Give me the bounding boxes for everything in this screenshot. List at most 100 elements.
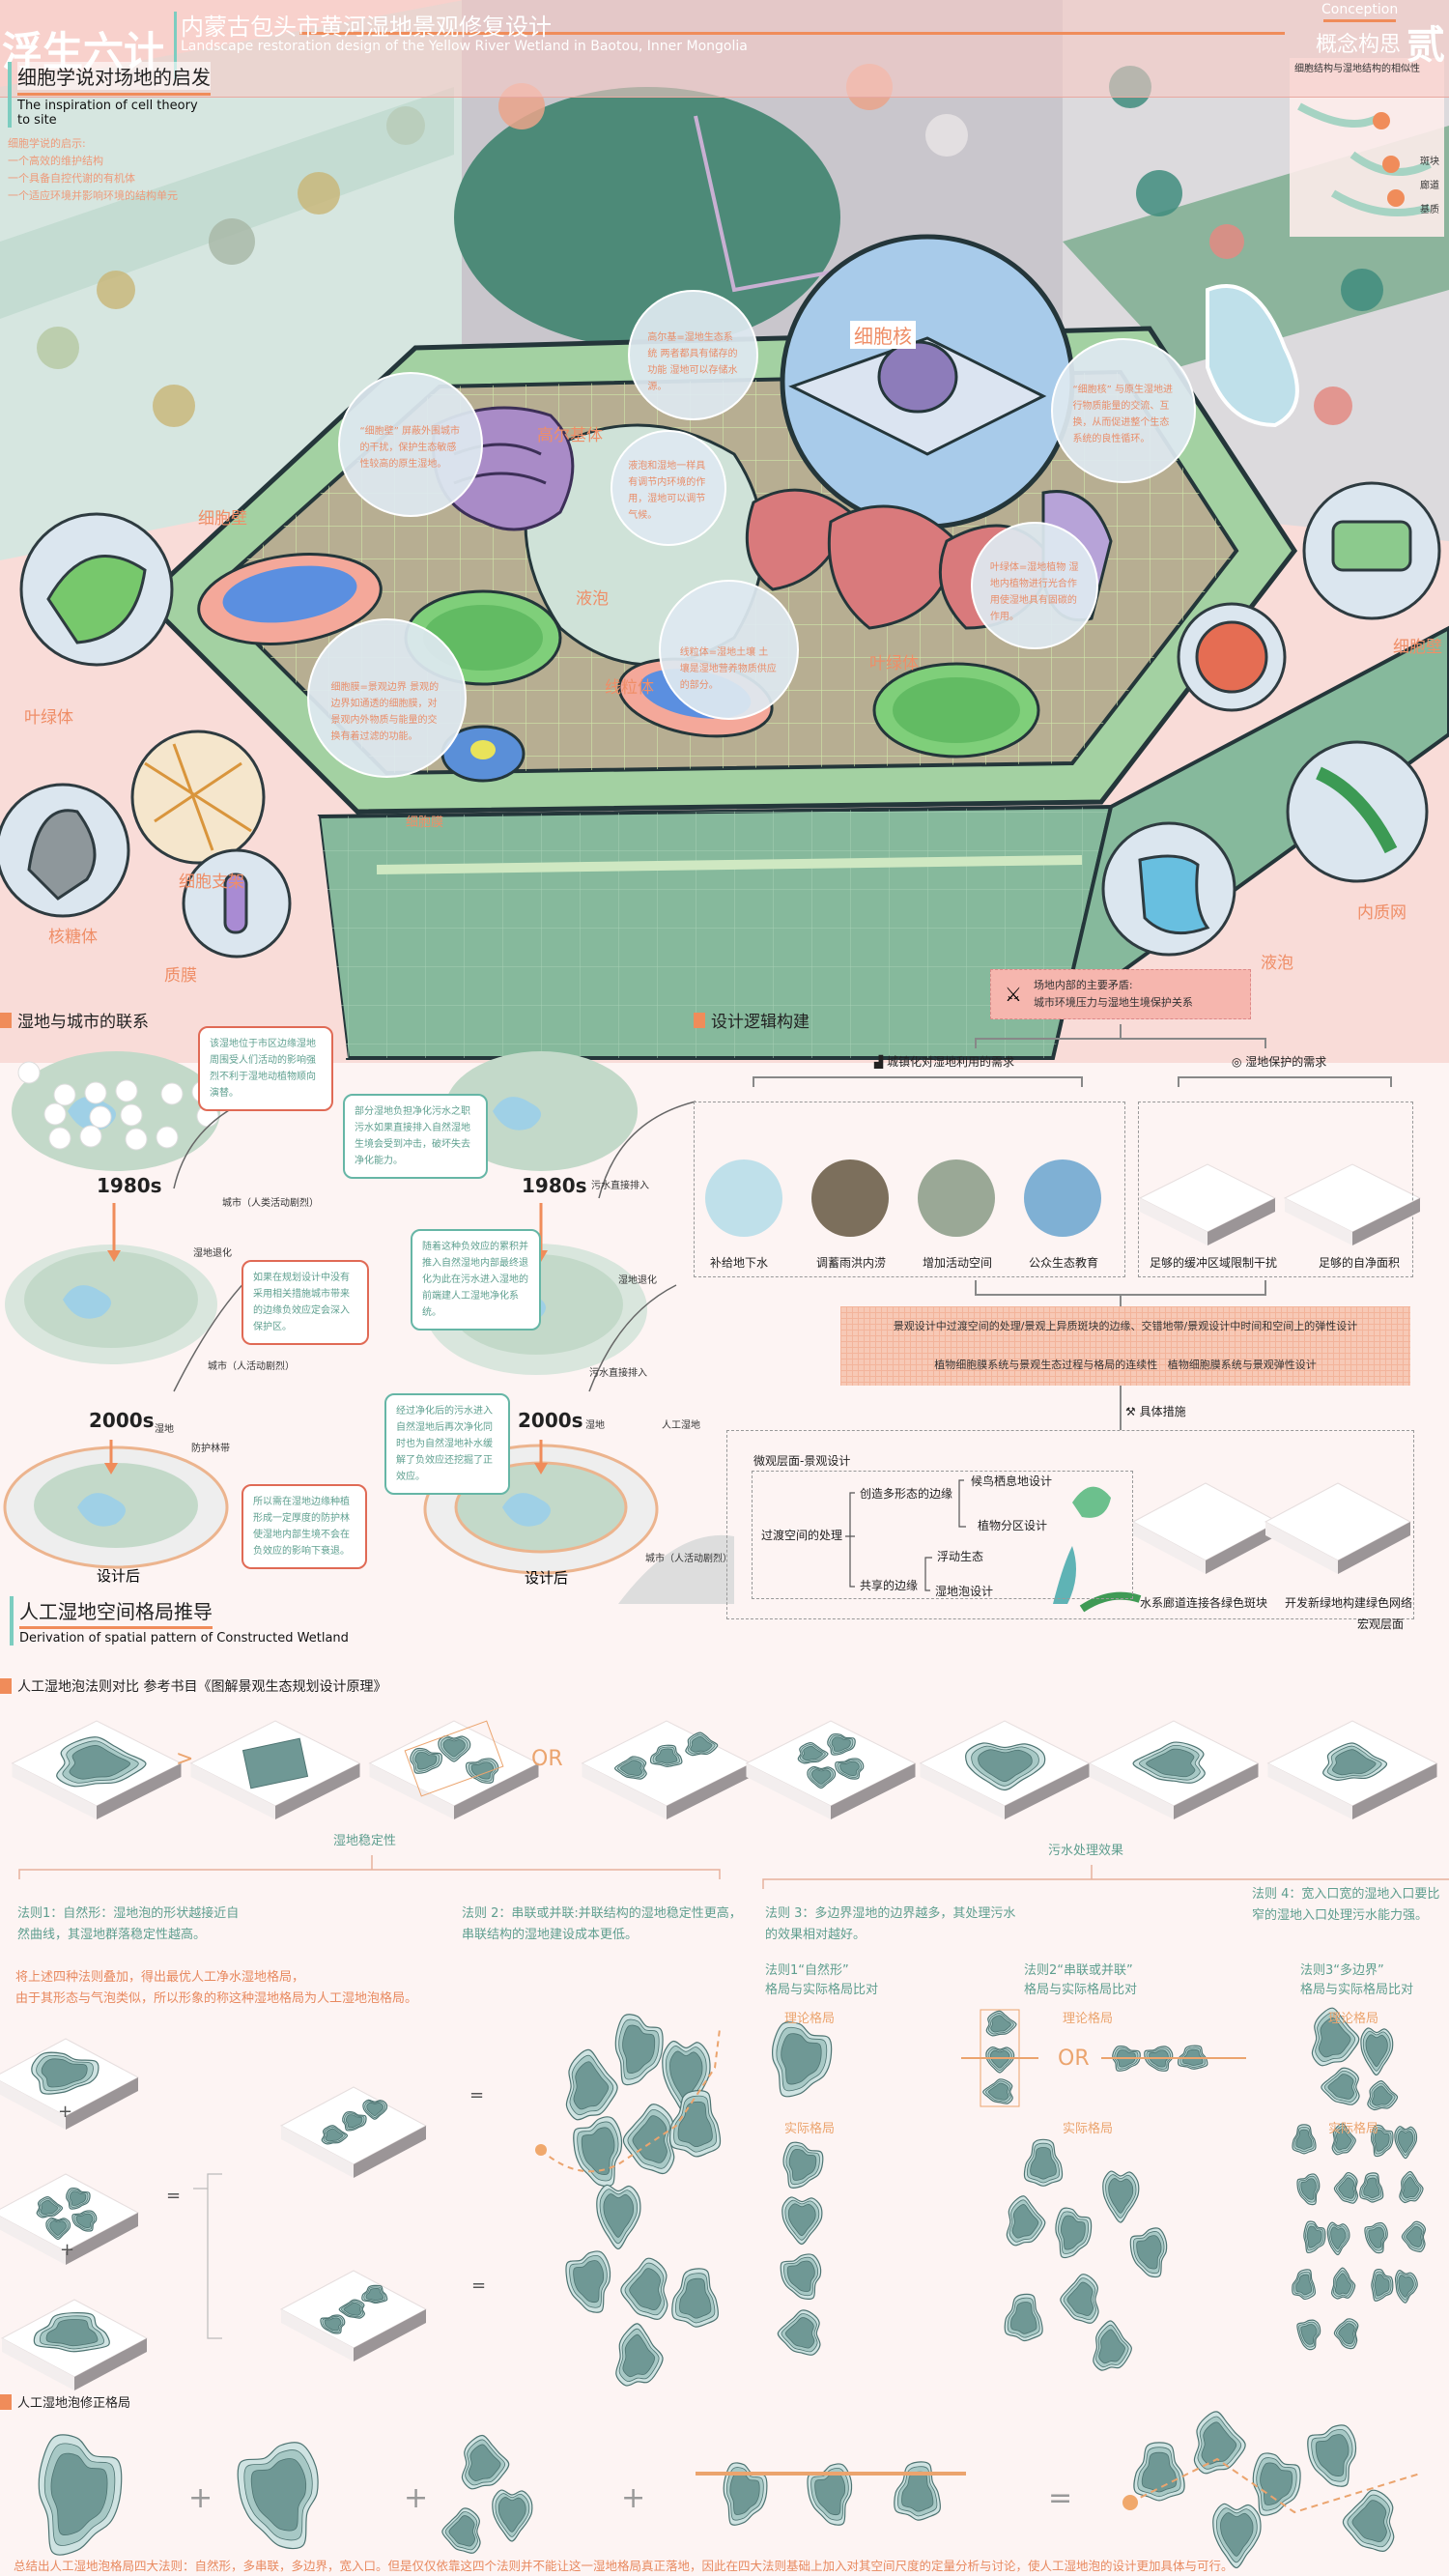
wetland-bubble [965,1742,1046,1791]
arrow-head [534,1463,548,1474]
wetland-bubble-ring [1105,2174,1137,2218]
wetland-bubble-core [1398,2130,1414,2154]
wetland-bubble-core [1201,2421,1237,2465]
bracket [753,1076,1392,1087]
comparison-line: 格局与实际格局比对 [1300,1983,1414,1997]
wetland-bubble-core [1108,2178,1134,2214]
similarity-label-patch: 斑块 [1420,157,1439,167]
tree-icon [115,1079,138,1102]
wetland-bubble-core [1398,2275,1414,2298]
wetland-bubble [237,2442,319,2550]
city-section-heading: 湿地与城市的联系 [0,1008,149,1032]
water-body [77,1493,126,1527]
iso-tile-side [1352,1763,1437,1819]
wetland-bubble-ring [1336,2174,1357,2202]
wetland-bubble-core [802,1745,823,1761]
comparison-line: 法则3“多边界” [1300,1963,1384,1978]
wetland-bubble-core [1141,2451,1178,2493]
water-body [502,1493,551,1527]
inspiration-point: 一个高效的维护结构 [8,155,103,167]
leaf-circle-icon: ◎ [1232,1055,1246,1069]
callout: 该湿地位于市区边缘湿地周围受人们活动的影响强烈不利于湿地动植物顺向演替。 [198,1026,333,1111]
title-divider [174,12,177,79]
wetland-bubble-core [786,2260,815,2292]
wetland-bubble-ring [1366,2224,1386,2251]
tree-root: 过渡空间的处理 [761,1529,843,1542]
wetland-bubble [827,1733,856,1756]
plus-sign: + [621,2481,646,2515]
wetland-bubble-core [1116,2049,1136,2068]
micro-title: 微观层面-景观设计 [753,1454,851,1468]
wetland-bubble-ring [569,2255,608,2308]
wetland-bubble-ring [1304,2222,1324,2251]
wetland-bubble-core [787,2203,816,2237]
wetland-bubble-core [442,1738,466,1758]
label-wetland: 湿地 [155,1424,174,1435]
derivation-title: 人工湿地空间格局推导 [19,1600,213,1623]
measures-label: ⚒ 具体措施 [1125,1403,1186,1419]
label-sewage: 污水直接排入 [591,1181,649,1191]
wetland-bubble-ring [1396,2128,1416,2157]
wetland-bubble-ring [1063,2277,1096,2321]
summary-line: 将上述四种法则叠加，得出最优人工净水湿地格局， [15,1970,305,1985]
bubble-text: “细胞核” 与原生湿地进行物质能量的交流、互换，从而促进整个生态系统的良性循环。 [1072,384,1173,444]
label-vacuole: 液泡 [576,589,609,609]
wetland-bubble-ring [1256,2457,1297,2511]
bubble-text: 液泡和湿地一样具有调节内环境的作用，湿地可以调节气候。 [628,461,706,522]
callout: 部分湿地负担净化污水之职污水如果直接排入自然湿地生境会受到冲击，破坏失去净化能力… [343,1094,488,1179]
wetland-bubble-core [781,2033,822,2085]
bubble-chloroplast: 叶绿体=湿地植物 湿地内植物进行光合作用使湿地具有固碳的作用。 [971,522,1098,649]
wetland-bubble-core [989,2049,1010,2069]
wetland-bubble [36,2196,64,2218]
iso-tile-side [97,1763,182,1819]
comparison-line: 格局与实际格局比对 [765,1983,879,1997]
wetland-bubble-ring [1401,2173,1422,2201]
iso-tile [368,1720,540,1807]
wetland-bubble-core [1306,2225,1322,2248]
iso-tile [919,1720,1091,1807]
iso-tile [279,2086,428,2165]
wetland-bubble-ring [364,2101,386,2119]
wetland-bubble [492,2489,533,2542]
wetland-bubble-core [1136,2235,1162,2270]
macro-item: 开发新绿地构建绿色网络 [1285,1596,1413,1610]
wetland-bubble-ring [1298,2175,1319,2203]
wetland-bubble-ring [627,2108,671,2169]
tree-icon [120,1103,143,1127]
after-design-label: 设计后 [97,1567,141,1585]
wetland-bubble-ring [799,1743,826,1762]
wetland-bubble-ring [1007,2297,1040,2338]
wetland-bubble-core [1061,2215,1086,2250]
wetland-bubble-core [1403,2176,1420,2199]
wetland-bubble [649,1744,683,1767]
wetland-bubble [33,2311,110,2353]
summary-line: 由于其形态与气泡类似，所以形象的称这种湿地格局为人工湿地泡格局。 [15,1991,418,2006]
conception-cn: 概念构思 [1316,33,1402,57]
inspiration-title: 细胞学说对场地的启发 [17,62,211,90]
bubble-membrane: 细胞膜=景观边界 景观的边界如通透的细胞膜，对景观内外物质与能量的交换有着过滤的… [307,618,467,778]
wetland-bubble-core [365,2288,384,2302]
similarity-title: 细胞结构与湿地结构的相似性 [1294,64,1420,74]
wetland-bubble-core [75,2213,94,2228]
wetland-bubble-core [1220,2512,1254,2557]
wetland-bubble [38,2434,123,2556]
comparison-line: 法则1“自然形” [765,1963,849,1978]
inspiration-subtitle: The inspiration of cell theory to site [17,99,198,128]
tree-icon [43,1102,67,1126]
wetland-bubble-core [40,2199,59,2216]
conflict-body: 城市环境压力与湿地生境保护关系 [1033,996,1193,1009]
wetland-bubble-core [690,1735,713,1753]
bracket [18,1855,1449,1889]
wetland-bubble-core [497,2497,526,2533]
wetland-bubble-ring [43,2443,116,2546]
revised-title: 人工湿地泡修正格局 [17,2396,131,2411]
iso-tile-side [454,1763,539,1819]
tree-icon [89,1105,112,1129]
wetland-bubble [1394,2270,1418,2304]
wetland-bubble-ring [1027,2142,1060,2184]
wetland-bubble-core [990,2015,1011,2033]
label-er: 内质网 [1357,903,1406,923]
wetland-bubble-ring [1396,2272,1416,2301]
wetland-bubble-ring [363,2286,386,2303]
comparison-title: 法则2“串联或并联”格局与实际格局比对 [1024,1961,1137,2000]
